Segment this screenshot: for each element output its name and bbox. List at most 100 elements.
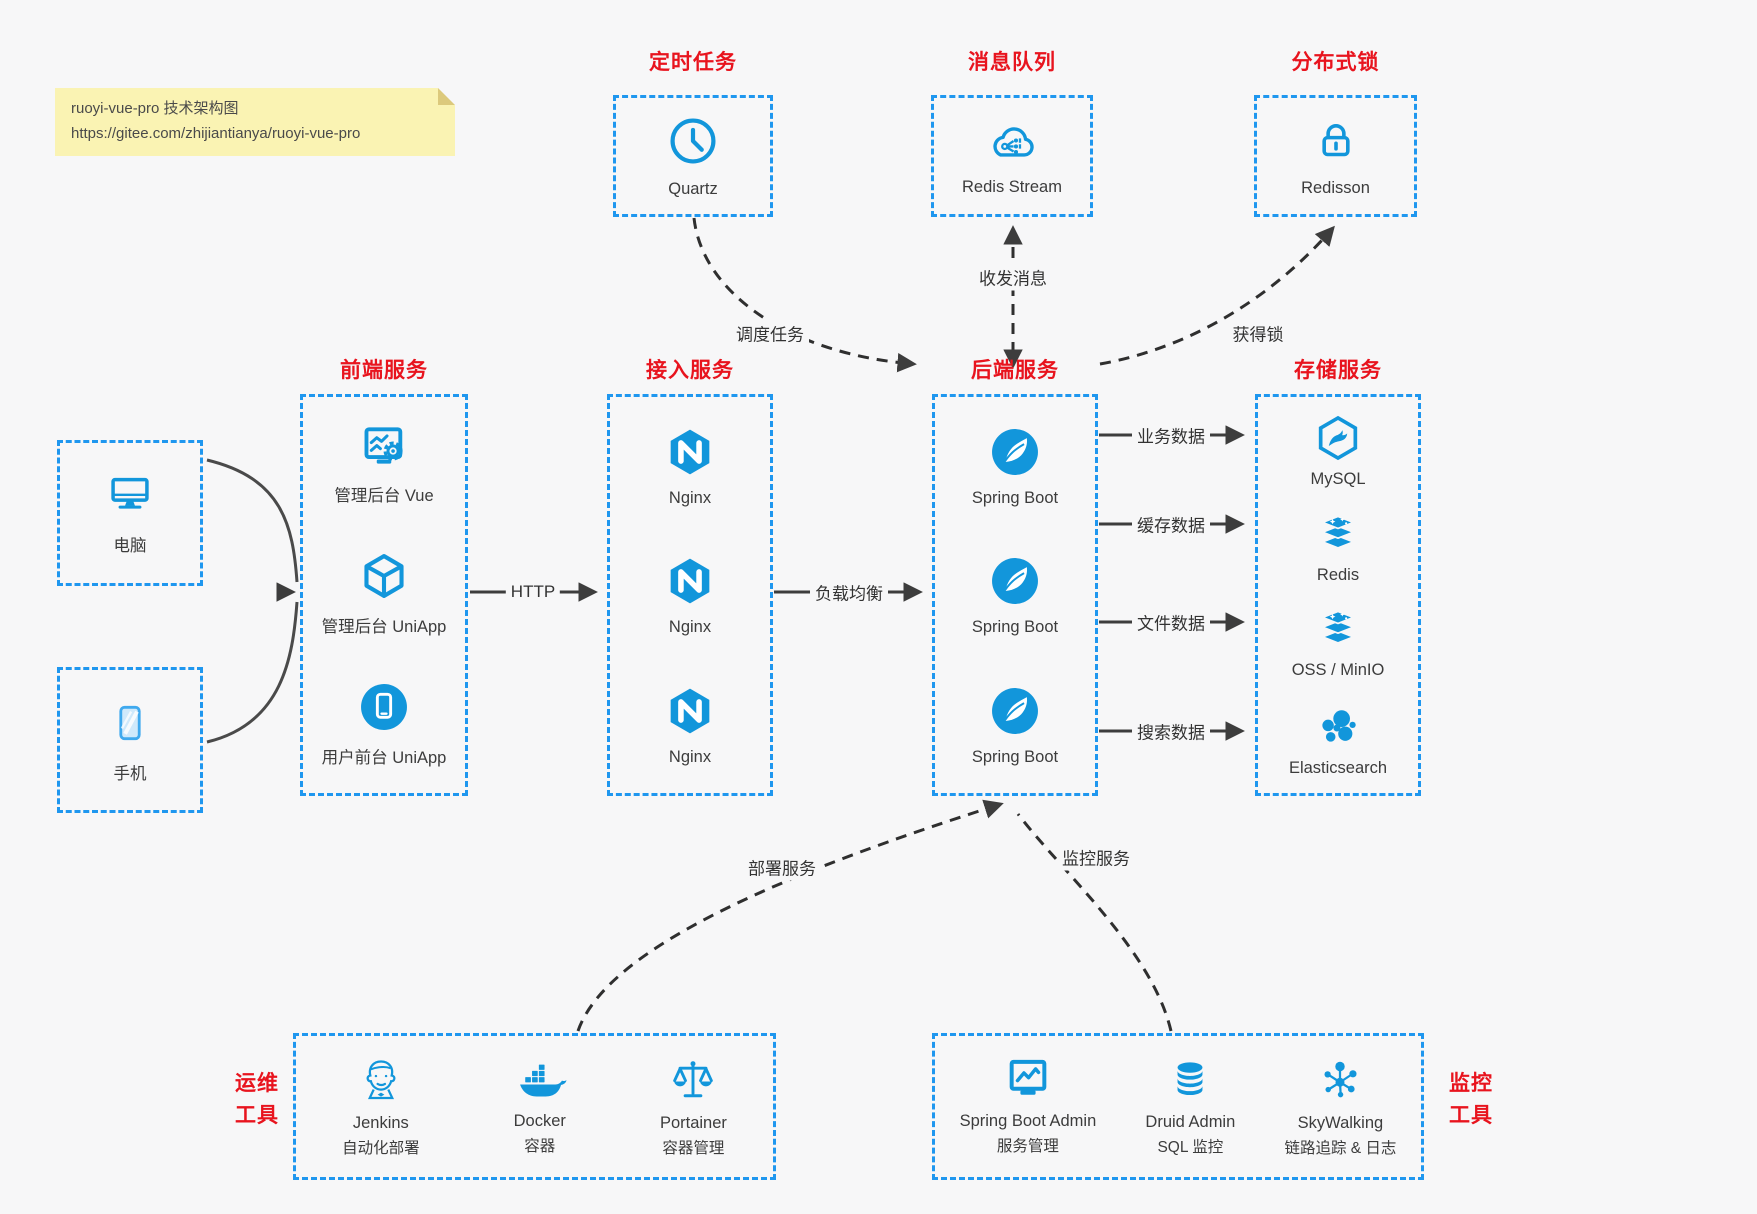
edge-computer-to-frontend	[206, 458, 299, 583]
user-app-icon	[361, 684, 407, 731]
lock-icon	[1321, 124, 1350, 157]
nginx-label: Nginx	[668, 489, 712, 508]
tool-docker: Docker 容器	[512, 1055, 568, 1158]
admin-vue-label: 管理后台 Vue	[334, 486, 434, 505]
spring-boot-admin-desc: 服务管理	[996, 1138, 1059, 1156]
redis-stack-icon	[1321, 515, 1355, 549]
storage-item-elasticsearch: Elasticsearch	[1289, 703, 1387, 778]
tool-portainer: Portainer 容器管理	[660, 1053, 727, 1160]
redisson-card: Redisson	[1254, 95, 1417, 217]
redis-stream-card: Redis Stream	[931, 95, 1093, 217]
storage-item-oss-minio: OSS / MinIO	[1291, 607, 1385, 680]
edge-label-send-receive-message: 收发消息	[974, 263, 1052, 291]
note-url: https://gitee.com/zhijiantianya/ruoyi-vu…	[71, 124, 361, 142]
quartz-card: Quartz	[613, 95, 773, 217]
edge-label-monitor-service: 监控服务	[1057, 843, 1135, 871]
skywalking-icon	[1324, 1061, 1357, 1098]
scheduled-task-title: 定时任务	[649, 51, 737, 74]
computer-card: 电脑	[57, 440, 203, 586]
spring-boot-label: Spring Boot	[971, 747, 1059, 766]
storage-title: 存储服务	[1294, 359, 1382, 382]
skywalking-name: SkyWalking	[1297, 1113, 1384, 1132]
desktop-icon	[111, 477, 149, 509]
note-fold-corner	[438, 88, 455, 105]
backend-item-springboot-1: Spring Boot	[972, 423, 1058, 508]
tool-skywalking: SkyWalking 链路追踪 & 日志	[1284, 1053, 1396, 1160]
oss-minio-label: OSS / MinIO	[1291, 661, 1385, 680]
spring-boot-admin-name: Spring Boot Admin	[959, 1111, 1097, 1130]
mysql-label: MySQL	[1310, 470, 1366, 489]
edge-acquire-lock	[1099, 225, 1335, 366]
distributed-lock-title: 分布式锁	[1291, 51, 1380, 74]
smartphone-icon	[119, 705, 141, 740]
edge-label-http: HTTP	[505, 581, 561, 603]
storage-stack-icon	[1321, 610, 1355, 645]
gateway-title: 接入服务	[646, 359, 734, 382]
storage-item-mysql: MySQL	[1310, 412, 1366, 489]
uniapp-cube-icon	[364, 553, 404, 598]
edge-schedule-task	[692, 217, 917, 373]
edge-monitor-service	[1016, 813, 1173, 1032]
spring-boot-icon	[992, 429, 1038, 476]
nginx-label: Nginx	[668, 747, 712, 766]
gateway-item-nginx-3: Nginx	[661, 682, 719, 767]
ops-tools-title-line1: 运维	[235, 1072, 279, 1095]
gateway-item-nginx-2: Nginx	[661, 552, 719, 637]
docker-icon	[519, 1064, 567, 1097]
edge-label-acquire-lock: 获得锁	[1227, 319, 1289, 347]
edge-phone-to-frontend	[206, 601, 299, 744]
edge-label-business-data: 业务数据	[1132, 421, 1210, 449]
jenkins-icon	[366, 1060, 396, 1100]
druid-admin-name: Druid Admin	[1145, 1112, 1236, 1131]
frontend-title: 前端服务	[340, 359, 428, 382]
spring-boot-icon	[992, 687, 1038, 734]
edge-label-search-data: 搜索数据	[1132, 717, 1210, 745]
clock-icon	[670, 118, 716, 164]
monitor-tools-title-line2: 工具	[1449, 1103, 1493, 1127]
spring-boot-admin-icon	[1009, 1059, 1047, 1095]
tool-jenkins: Jenkins 自动化部署	[342, 1053, 420, 1160]
phone-card: 手机	[57, 667, 203, 813]
docker-name: Docker	[513, 1111, 566, 1130]
edge-label-deploy-service: 部署服务	[743, 853, 821, 881]
portainer-icon	[673, 1061, 714, 1098]
backend-title: 后端服务	[971, 359, 1059, 382]
ops-tools-box: Jenkins 自动化部署 Docker 容器	[293, 1033, 776, 1180]
elasticsearch-label: Elasticsearch	[1288, 758, 1388, 777]
nginx-label: Nginx	[668, 618, 712, 637]
backend-item-springboot-2: Spring Boot	[972, 552, 1058, 637]
docker-desc: 容器	[524, 1138, 556, 1156]
quartz-label: Quartz	[668, 180, 718, 198]
phone-label: 手机	[113, 764, 147, 783]
note-title: ruoyi-vue-pro 技术架构图	[71, 100, 239, 117]
sticky-note: ruoyi-vue-pro 技术架构图 https://gitee.com/zh…	[55, 88, 455, 156]
tool-druid-admin: Druid Admin SQL 监控	[1145, 1054, 1235, 1159]
monitor-tools-box: Spring Boot Admin 服务管理 Druid Admin SQL 监…	[932, 1033, 1424, 1180]
storage-item-redis: Redis	[1312, 512, 1364, 585]
spring-boot-label: Spring Boot	[971, 618, 1059, 637]
ops-tools-title-line2: 工具	[235, 1103, 279, 1127]
redis-stream-label: Redis Stream	[962, 178, 1062, 196]
elasticsearch-icon	[1322, 710, 1356, 742]
message-queue-title: 消息队列	[968, 51, 1056, 74]
edge-label-schedule-task: 调度任务	[731, 319, 809, 347]
backend-box: Spring Boot Spring Boot Spring Boot	[932, 394, 1098, 796]
backend-item-springboot-3: Spring Boot	[972, 682, 1058, 767]
druid-admin-desc: SQL 监控	[1157, 1139, 1224, 1157]
frontend-item-user-uniapp: 用户前台 UniApp	[322, 678, 446, 768]
tool-spring-boot-admin: Spring Boot Admin 服务管理	[959, 1055, 1097, 1158]
spring-boot-label: Spring Boot	[971, 489, 1059, 508]
monitor-tools-title: 监控 工具	[1440, 1068, 1502, 1131]
nginx-icon	[670, 429, 710, 475]
spring-boot-icon	[992, 558, 1038, 605]
cloud-network-icon	[993, 127, 1034, 157]
edge-deploy-service	[576, 799, 1004, 1032]
edge-label-file-data: 文件数据	[1132, 608, 1210, 636]
mysql-icon	[1318, 416, 1358, 461]
redis-label: Redis	[1316, 565, 1360, 584]
nginx-icon	[670, 688, 710, 734]
storage-box: MySQL Redis	[1255, 394, 1421, 796]
admin-vue-icon	[364, 426, 403, 464]
